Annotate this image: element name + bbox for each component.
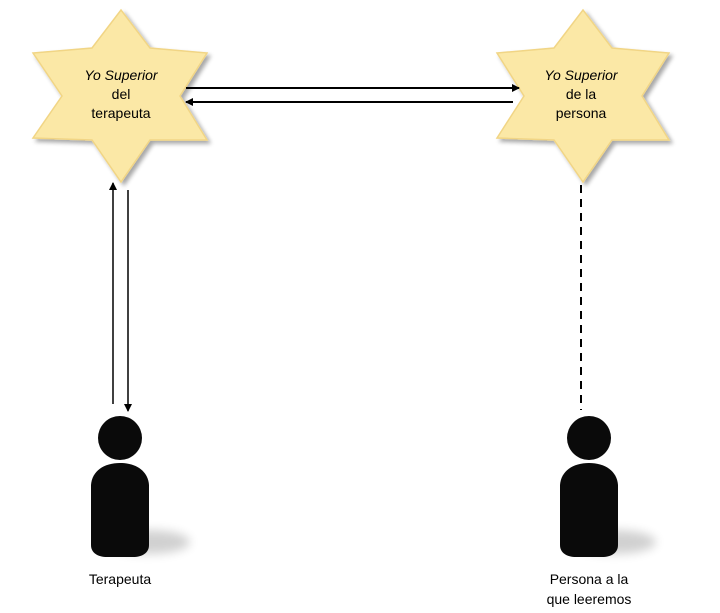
star-shape-icon xyxy=(31,8,209,184)
person-persona-label-line2: que leeremos xyxy=(547,591,632,607)
star-persona: Yo Superior de la persona xyxy=(495,8,671,184)
person-icon xyxy=(91,416,149,557)
person-persona-label-line1: Persona a la xyxy=(550,571,629,587)
person-persona: Persona a la que leeremos xyxy=(547,416,656,607)
star-terapeuta-line2: del xyxy=(112,86,131,102)
star-persona-title: Yo Superior xyxy=(544,67,618,83)
person-terapeuta: Terapeuta xyxy=(89,416,190,587)
star-terapeuta-line3: terapeuta xyxy=(91,105,150,121)
person-terapeuta-label: Terapeuta xyxy=(89,571,151,587)
star-terapeuta: Yo Superior del terapeuta xyxy=(31,8,209,184)
person-icon xyxy=(560,416,618,557)
star-persona-line2: de la xyxy=(566,86,597,102)
star-terapeuta-title: Yo Superior xyxy=(84,67,158,83)
star-shape-icon xyxy=(495,8,671,184)
star-persona-line3: persona xyxy=(556,105,607,121)
